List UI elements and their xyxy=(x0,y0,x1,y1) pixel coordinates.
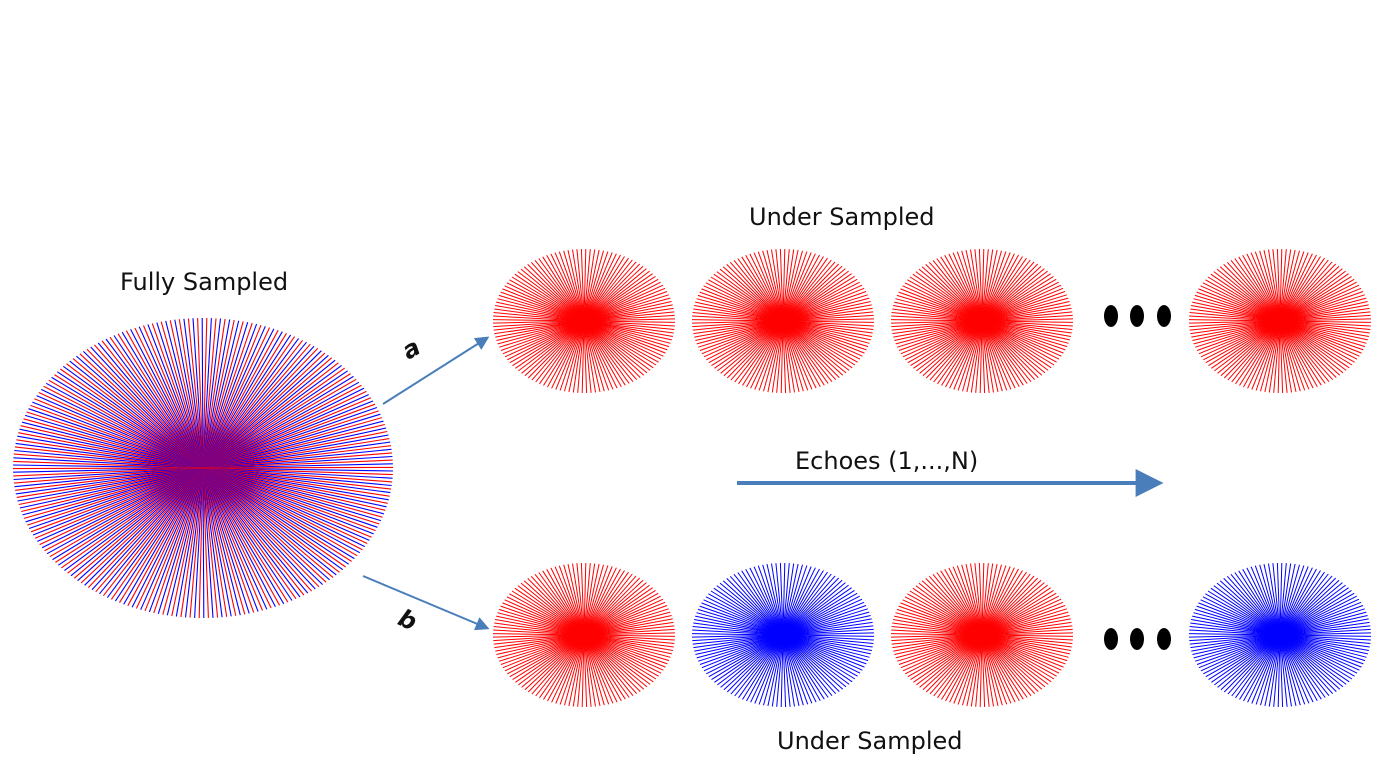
echoes-label: Echoes (1,...,N) xyxy=(795,447,979,475)
dot xyxy=(1104,305,1118,327)
spoke xyxy=(691,318,875,324)
under-sampled-pattern-a xyxy=(691,248,875,394)
dot xyxy=(1104,628,1118,650)
under-sampled-row-b xyxy=(492,562,1372,708)
spoke xyxy=(1188,632,1372,638)
spoke xyxy=(1188,318,1372,324)
under-sampled-bottom-label: Under Sampled xyxy=(777,727,963,755)
arrow-b xyxy=(362,575,490,631)
under-sampled-top-label: Under Sampled xyxy=(749,203,935,231)
spoke xyxy=(890,318,1074,324)
ellipsis-dots-top xyxy=(1104,305,1171,327)
dot xyxy=(1130,305,1144,327)
dot xyxy=(1130,628,1144,650)
under-sampled-pattern-a xyxy=(1188,248,1372,394)
fully-sampled-label: Fully Sampled xyxy=(120,268,289,296)
spoke xyxy=(890,632,1074,638)
dot xyxy=(1157,305,1171,327)
under-sampled-pattern-b xyxy=(691,562,875,708)
ellipsis-dots-bottom xyxy=(1104,628,1171,650)
arrow-a xyxy=(382,336,490,405)
under-sampled-pattern-b xyxy=(1188,562,1372,708)
under-sampled-pattern-b xyxy=(890,562,1074,708)
under-sampled-pattern-b xyxy=(492,562,676,708)
under-sampled-row-a xyxy=(492,248,1372,394)
spoke xyxy=(492,632,676,638)
fully-sampled-pattern xyxy=(12,317,394,619)
dot xyxy=(1157,628,1171,650)
spoke xyxy=(492,318,676,324)
under-sampled-pattern-a xyxy=(890,248,1074,394)
spoke xyxy=(691,632,875,638)
spoke xyxy=(12,466,394,470)
fully-sampled-spokes xyxy=(12,317,394,619)
under-sampled-pattern-a xyxy=(492,248,676,394)
